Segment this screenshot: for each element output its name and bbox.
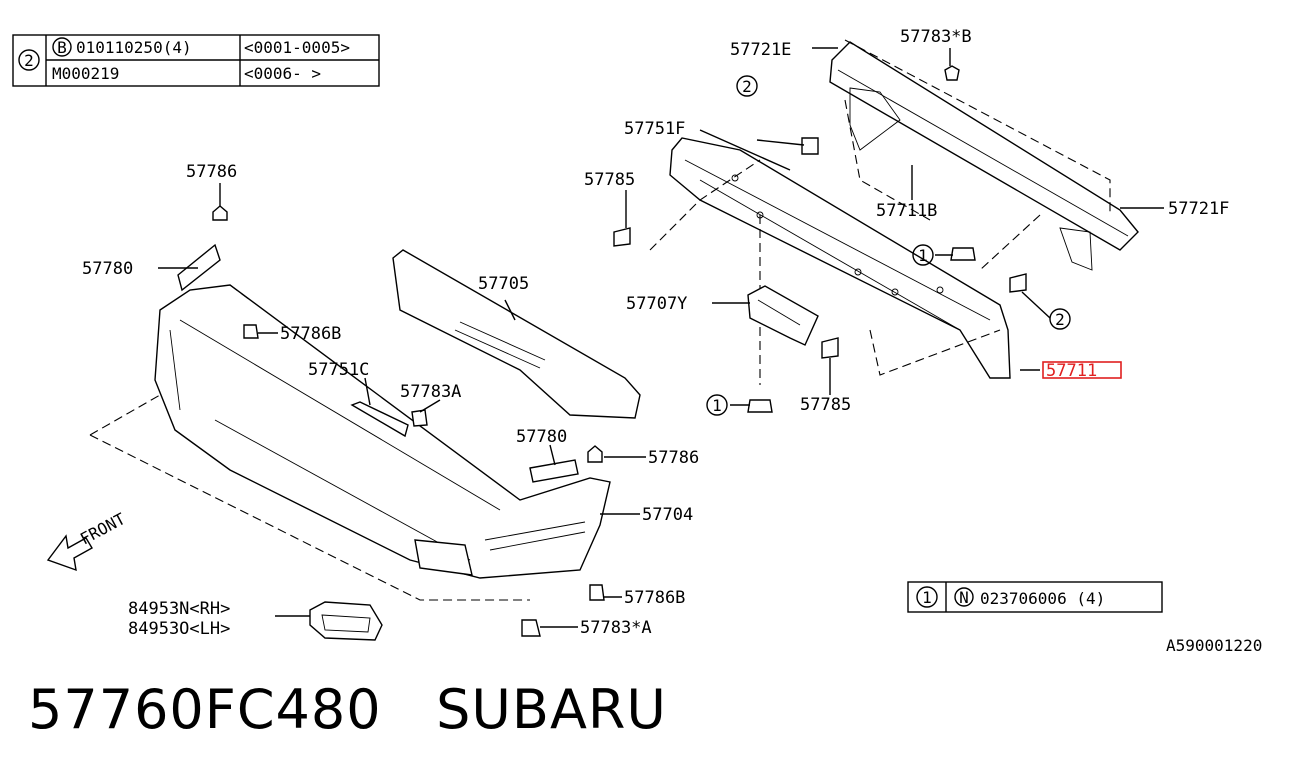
reference-table-top: 2 B 010110250(4) <0001-0005> M000219 <00… bbox=[12, 34, 380, 87]
ref-2-top: 2 bbox=[742, 77, 752, 96]
label-57704: 57704 bbox=[642, 505, 693, 525]
table-ref-number: 2 bbox=[24, 51, 34, 70]
ref-2-right: 2 bbox=[1055, 310, 1065, 329]
label-57780-right: 57780 bbox=[516, 427, 567, 447]
label-84953O: 84953O<LH> bbox=[128, 619, 230, 639]
label-57785-top: 57785 bbox=[584, 170, 635, 190]
label-57786B-bottom: 57786B bbox=[624, 588, 685, 608]
ref-1-left: 1 bbox=[712, 396, 722, 415]
label-57751F: 57751F bbox=[624, 119, 685, 139]
label-57786-bottom: 57786 bbox=[648, 448, 699, 468]
footer-part-number: 57760FC480 bbox=[28, 678, 382, 741]
sticker-57780-right bbox=[529, 459, 579, 483]
table-row1-mark: B bbox=[57, 38, 67, 57]
fog-cover-84953 bbox=[309, 601, 383, 641]
label-57783sA: 57783*A bbox=[580, 618, 652, 638]
footer-title: 57760FC480 SUBARU bbox=[28, 678, 667, 741]
absorber-57705 bbox=[392, 249, 641, 419]
label-57707Y: 57707Y bbox=[626, 294, 687, 314]
label-57721F: 57721F bbox=[1168, 199, 1229, 219]
part-labels: 57721E 57783*B 57751F 57785 57711B 57721… bbox=[82, 27, 1229, 639]
label-57751C: 57751C bbox=[308, 360, 369, 380]
diagram-code: A590001220 bbox=[1166, 636, 1263, 655]
bracket-57707Y bbox=[747, 285, 819, 346]
label-57721E: 57721E bbox=[730, 40, 791, 60]
ref-1-right: 1 bbox=[918, 246, 928, 265]
fastener-symbols bbox=[212, 65, 1027, 637]
table2-ref-number: 1 bbox=[922, 588, 932, 607]
reference-table-bottom: 1 N 023706006 (4) bbox=[907, 581, 1163, 613]
bumper-face-57704 bbox=[89, 284, 611, 601]
label-57783A: 57783A bbox=[400, 382, 461, 402]
label-57711-highlighted: 57711 bbox=[1046, 361, 1097, 381]
label-57711B: 57711B bbox=[876, 201, 937, 221]
table2-part: 023706006 (4) bbox=[980, 589, 1105, 608]
label-57780-left: 57780 bbox=[82, 259, 133, 279]
upper-beam-57711B bbox=[829, 39, 1139, 271]
front-arrow: FRONT bbox=[46, 509, 129, 572]
clip-57751C bbox=[350, 401, 428, 438]
table-row1-range: <0001-0005> bbox=[244, 38, 350, 57]
circled-references: 2 2 1 1 bbox=[706, 75, 1071, 416]
table2-mark: N bbox=[959, 588, 969, 607]
label-57705: 57705 bbox=[478, 274, 529, 294]
table-row2-part: M000219 bbox=[52, 64, 119, 83]
label-57786B-top: 57786B bbox=[280, 324, 341, 344]
table-row1-part: 010110250(4) bbox=[76, 38, 192, 57]
label-57785-bottom: 57785 bbox=[800, 395, 851, 415]
front-label: FRONT bbox=[77, 509, 129, 549]
label-57786-top: 57786 bbox=[186, 162, 237, 182]
table-row2-range: <0006- > bbox=[244, 64, 321, 83]
sticker-57780-left bbox=[177, 243, 221, 292]
label-84953N: 84953N<RH> bbox=[128, 599, 230, 619]
leader-lines bbox=[158, 47, 1164, 628]
label-57783B: 57783*B bbox=[900, 27, 972, 47]
highlight-box bbox=[1042, 361, 1122, 379]
footer-brand: SUBARU bbox=[436, 678, 667, 741]
